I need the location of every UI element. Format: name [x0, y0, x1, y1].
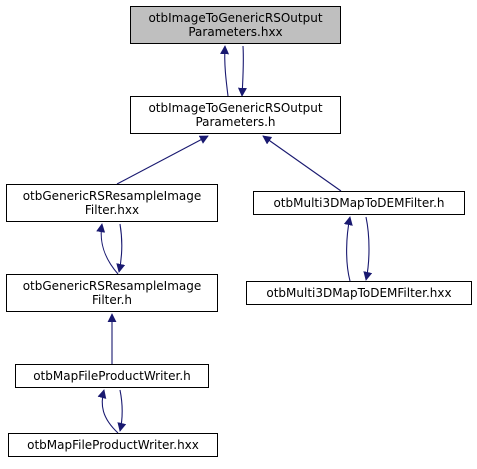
node-label-line: Filter.hxx — [84, 203, 140, 217]
node-label-line: Parameters.hxx — [188, 25, 283, 39]
node-multi-3d-map-to-dem-filter-h[interactable]: otbMulti3DMapToDEMFilter.h — [253, 191, 465, 215]
node-label-line: otbGenericRSResampleImage — [22, 279, 202, 293]
node-label-line: otbMulti3DMapToDEMFilter.hxx — [266, 286, 452, 300]
edge-params-hxx-to-params-h — [237, 45, 247, 97]
edge-multi3d-h-to-multi3d-hxx — [363, 216, 373, 281]
node-label-line: otbMulti3DMapToDEMFilter.h — [273, 196, 445, 210]
edge-resample-h-to-resample-hxx — [96, 223, 119, 275]
edge-writer-h-to-writer-hxx — [117, 389, 127, 432]
node-label-line: Parameters.h — [195, 115, 276, 129]
edge-params-h-to-params-hxx — [220, 45, 230, 97]
node-map-file-product-writer-hxx[interactable]: otbMapFileProductWriter.hxx — [8, 433, 218, 457]
node-label-line: otbMapFileProductWriter.hxx — [27, 438, 199, 452]
edge-multi3d-h-to-params-h — [262, 135, 342, 192]
edge-resample-hxx-to-params-h — [116, 135, 209, 185]
node-label-line: otbMapFileProductWriter.h — [33, 369, 191, 383]
node-label-line: otbImageToGenericRSOutput — [148, 11, 323, 25]
node-label-line: Filter.h — [91, 293, 133, 307]
node-label-line: otbGenericRSResampleImage — [22, 189, 202, 203]
edge-writer-hxx-to-writer-h — [97, 389, 119, 434]
node-label-line: otbImageToGenericRSOutput — [148, 101, 323, 115]
edge-resample-hxx-to-resample-h — [116, 223, 126, 273]
node-multi-3d-map-to-dem-filter-hxx[interactable]: otbMulti3DMapToDEMFilter.hxx — [246, 281, 472, 305]
edge-multi3d-hxx-to-multi3d-h — [343, 216, 353, 282]
node-map-file-product-writer-h[interactable]: otbMapFileProductWriter.h — [15, 364, 209, 388]
